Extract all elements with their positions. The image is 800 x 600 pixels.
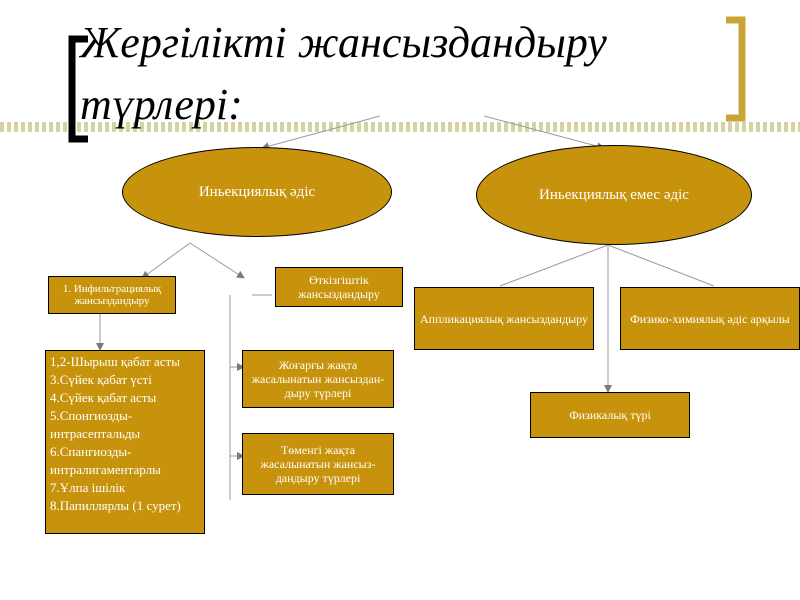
- list-item: 8.Папиллярлы (1 сурет): [50, 498, 181, 513]
- list-item: 4.Сүйек қабат асты: [50, 390, 157, 405]
- list-item: 6.Спангиозды-интралигаментарлы: [50, 444, 161, 477]
- conduction-node: Өткізгіштік жансыздандыру: [275, 267, 403, 307]
- physical-node: Физикалық түрі: [530, 392, 690, 438]
- infiltration-node: 1. Инфильтрациялық жансыздандыру: [48, 276, 176, 314]
- list-item: 5.Спонгиозды-интрасептальды: [50, 408, 141, 441]
- page-title: Жергілікті жансыздандыру түрлері:: [80, 18, 607, 129]
- application-node: Аппликациялық жансыздандыру: [414, 287, 594, 350]
- non-injection-method-node: Иньекциялық емес әдіс: [476, 145, 752, 245]
- upper-jaw-node: Жоғарғы жақта жасалынатын жансыздан-дыру…: [242, 350, 394, 408]
- infiltration-list: 1,2-Шырыш қабат асты 3.Сүйек қабат үсті …: [45, 350, 205, 534]
- list-item: 1,2-Шырыш қабат асты: [50, 354, 180, 369]
- physico-chemical-node: Физико-химиялық әдіс арқылы: [620, 287, 800, 350]
- decorative-stripe: [0, 122, 800, 132]
- right-bracket-icon: [726, 16, 746, 122]
- list-item: 3.Сүйек қабат үсті: [50, 372, 152, 387]
- left-bracket-icon: [68, 35, 88, 143]
- injection-method-node: Иньекциялық әдіс: [122, 147, 392, 237]
- list-item: 7.Ұлпа ішілік: [50, 480, 126, 495]
- lower-jaw-node: Төменгі жақта жасалынатын жансыз-дандыру…: [242, 433, 394, 495]
